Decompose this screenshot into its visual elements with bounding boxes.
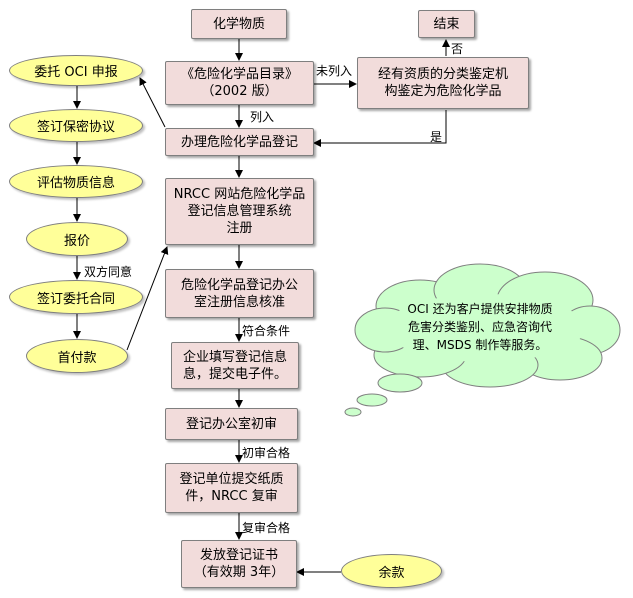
certificate-box: 发放登记证书 （有效期 3年） (181, 540, 297, 588)
qualified-line2: 构鉴定为危险化学品 (384, 84, 502, 99)
office-verify-line2: 室注册信息核准 (193, 294, 285, 310)
oval-down-payment: 首付款 (26, 339, 128, 373)
cloud-text: OCI 还为客户提供安排物质 危害分类鉴别、应急咨询代 理、MSDS 制作等服务… (380, 300, 580, 354)
label-second-pass: 复审合格 (242, 521, 291, 535)
oval-balance: 余款 (341, 554, 442, 588)
handle-registration-label: 办理危险化学品登记 (180, 134, 298, 150)
paper-review-box: 登记单位提交纸质 件，NRCC 复审 (165, 463, 298, 513)
catalog-line2: （2002 版） (201, 84, 278, 99)
end-label: 结束 (433, 16, 460, 32)
entrust-label: 委托 OCI 申报 (34, 65, 118, 80)
handle-registration-box: 办理危险化学品登记 (165, 128, 314, 156)
quote-label: 报价 (63, 233, 90, 249)
catalog-line1: 《危险化学品目录》 (180, 67, 298, 82)
chemical-box: 化学物质 (191, 9, 287, 39)
arrow-qualified-to-handle (313, 110, 447, 147)
oval-quote: 报价 (26, 222, 128, 256)
fill-info-box: 企业填写登记信息 息，提交电子件。 (171, 342, 299, 389)
label-first-pass: 初审合格 (242, 446, 291, 460)
contract-label: 签订委托合同 (36, 291, 115, 307)
label-meets-conditions: 符合条件 (242, 324, 291, 338)
certificate-line1: 发放登记证书 (199, 548, 278, 563)
office-verify-box: 危险化学品登记办公 室注册信息核准 (165, 269, 314, 318)
oval-entrust: 委托 OCI 申报 (9, 55, 143, 86)
label-yes: 是 (430, 130, 443, 144)
cloud-line1: OCI 还为客户提供安排物质 (407, 302, 553, 316)
evaluate-label: 评估物质信息 (36, 176, 115, 191)
nrcc-line1: NRCC 网站危险化学品 (173, 187, 306, 202)
fill-info-line1: 企业填写登记信息 (182, 349, 287, 365)
oval-nda: 签订保密协议 (9, 109, 143, 142)
label-both-agree: 双方同意 (84, 265, 133, 279)
end-box: 结束 (418, 10, 475, 38)
catalog-box: 《危险化学品目录》 （2002 版） (165, 61, 314, 105)
oval-evaluate: 评估物质信息 (9, 165, 143, 198)
paper-line2: 件，NRCC 复审 (185, 489, 278, 504)
nrcc-line2: 登记信息管理系统 (187, 204, 292, 219)
label-no: 否 (451, 42, 464, 56)
certificate-line2: （有效期 3年） (193, 565, 285, 580)
fill-info-line2: 息，提交电子件。 (182, 366, 287, 382)
chemical-label: 化学物质 (212, 16, 265, 32)
nda-label: 签订保密协议 (36, 120, 115, 135)
nrcc-line3: 注册 (226, 221, 253, 236)
office-verify-line1: 危险化学品登记办公 (180, 277, 298, 293)
paper-line1: 登记单位提交纸质 (179, 472, 284, 487)
nrcc-box: NRCC 网站危险化学品 登记信息管理系统 注册 (165, 178, 314, 245)
label-not-listed: 未列入 (316, 64, 353, 78)
qualified-box: 经有资质的分类鉴定机 构鉴定为危险化学品 (357, 57, 529, 109)
label-listed: 列入 (250, 110, 275, 124)
arrow-payment-to-nrcc (126, 246, 169, 351)
down-payment-label: 首付款 (57, 350, 97, 366)
balance-label: 余款 (378, 565, 405, 581)
qualified-line1: 经有资质的分类鉴定机 (377, 67, 508, 82)
first-review-box: 登记办公室初审 (165, 408, 298, 440)
oval-contract: 签订委托合同 (9, 280, 143, 314)
arrow-handle-to-entrust (139, 77, 166, 128)
cloud-line3: 理、MSDS 制作等服务。 (412, 338, 548, 352)
first-review-label: 登记办公室初审 (185, 416, 277, 432)
cloud-line2: 危害分类鉴别、应急咨询代 (407, 320, 552, 334)
